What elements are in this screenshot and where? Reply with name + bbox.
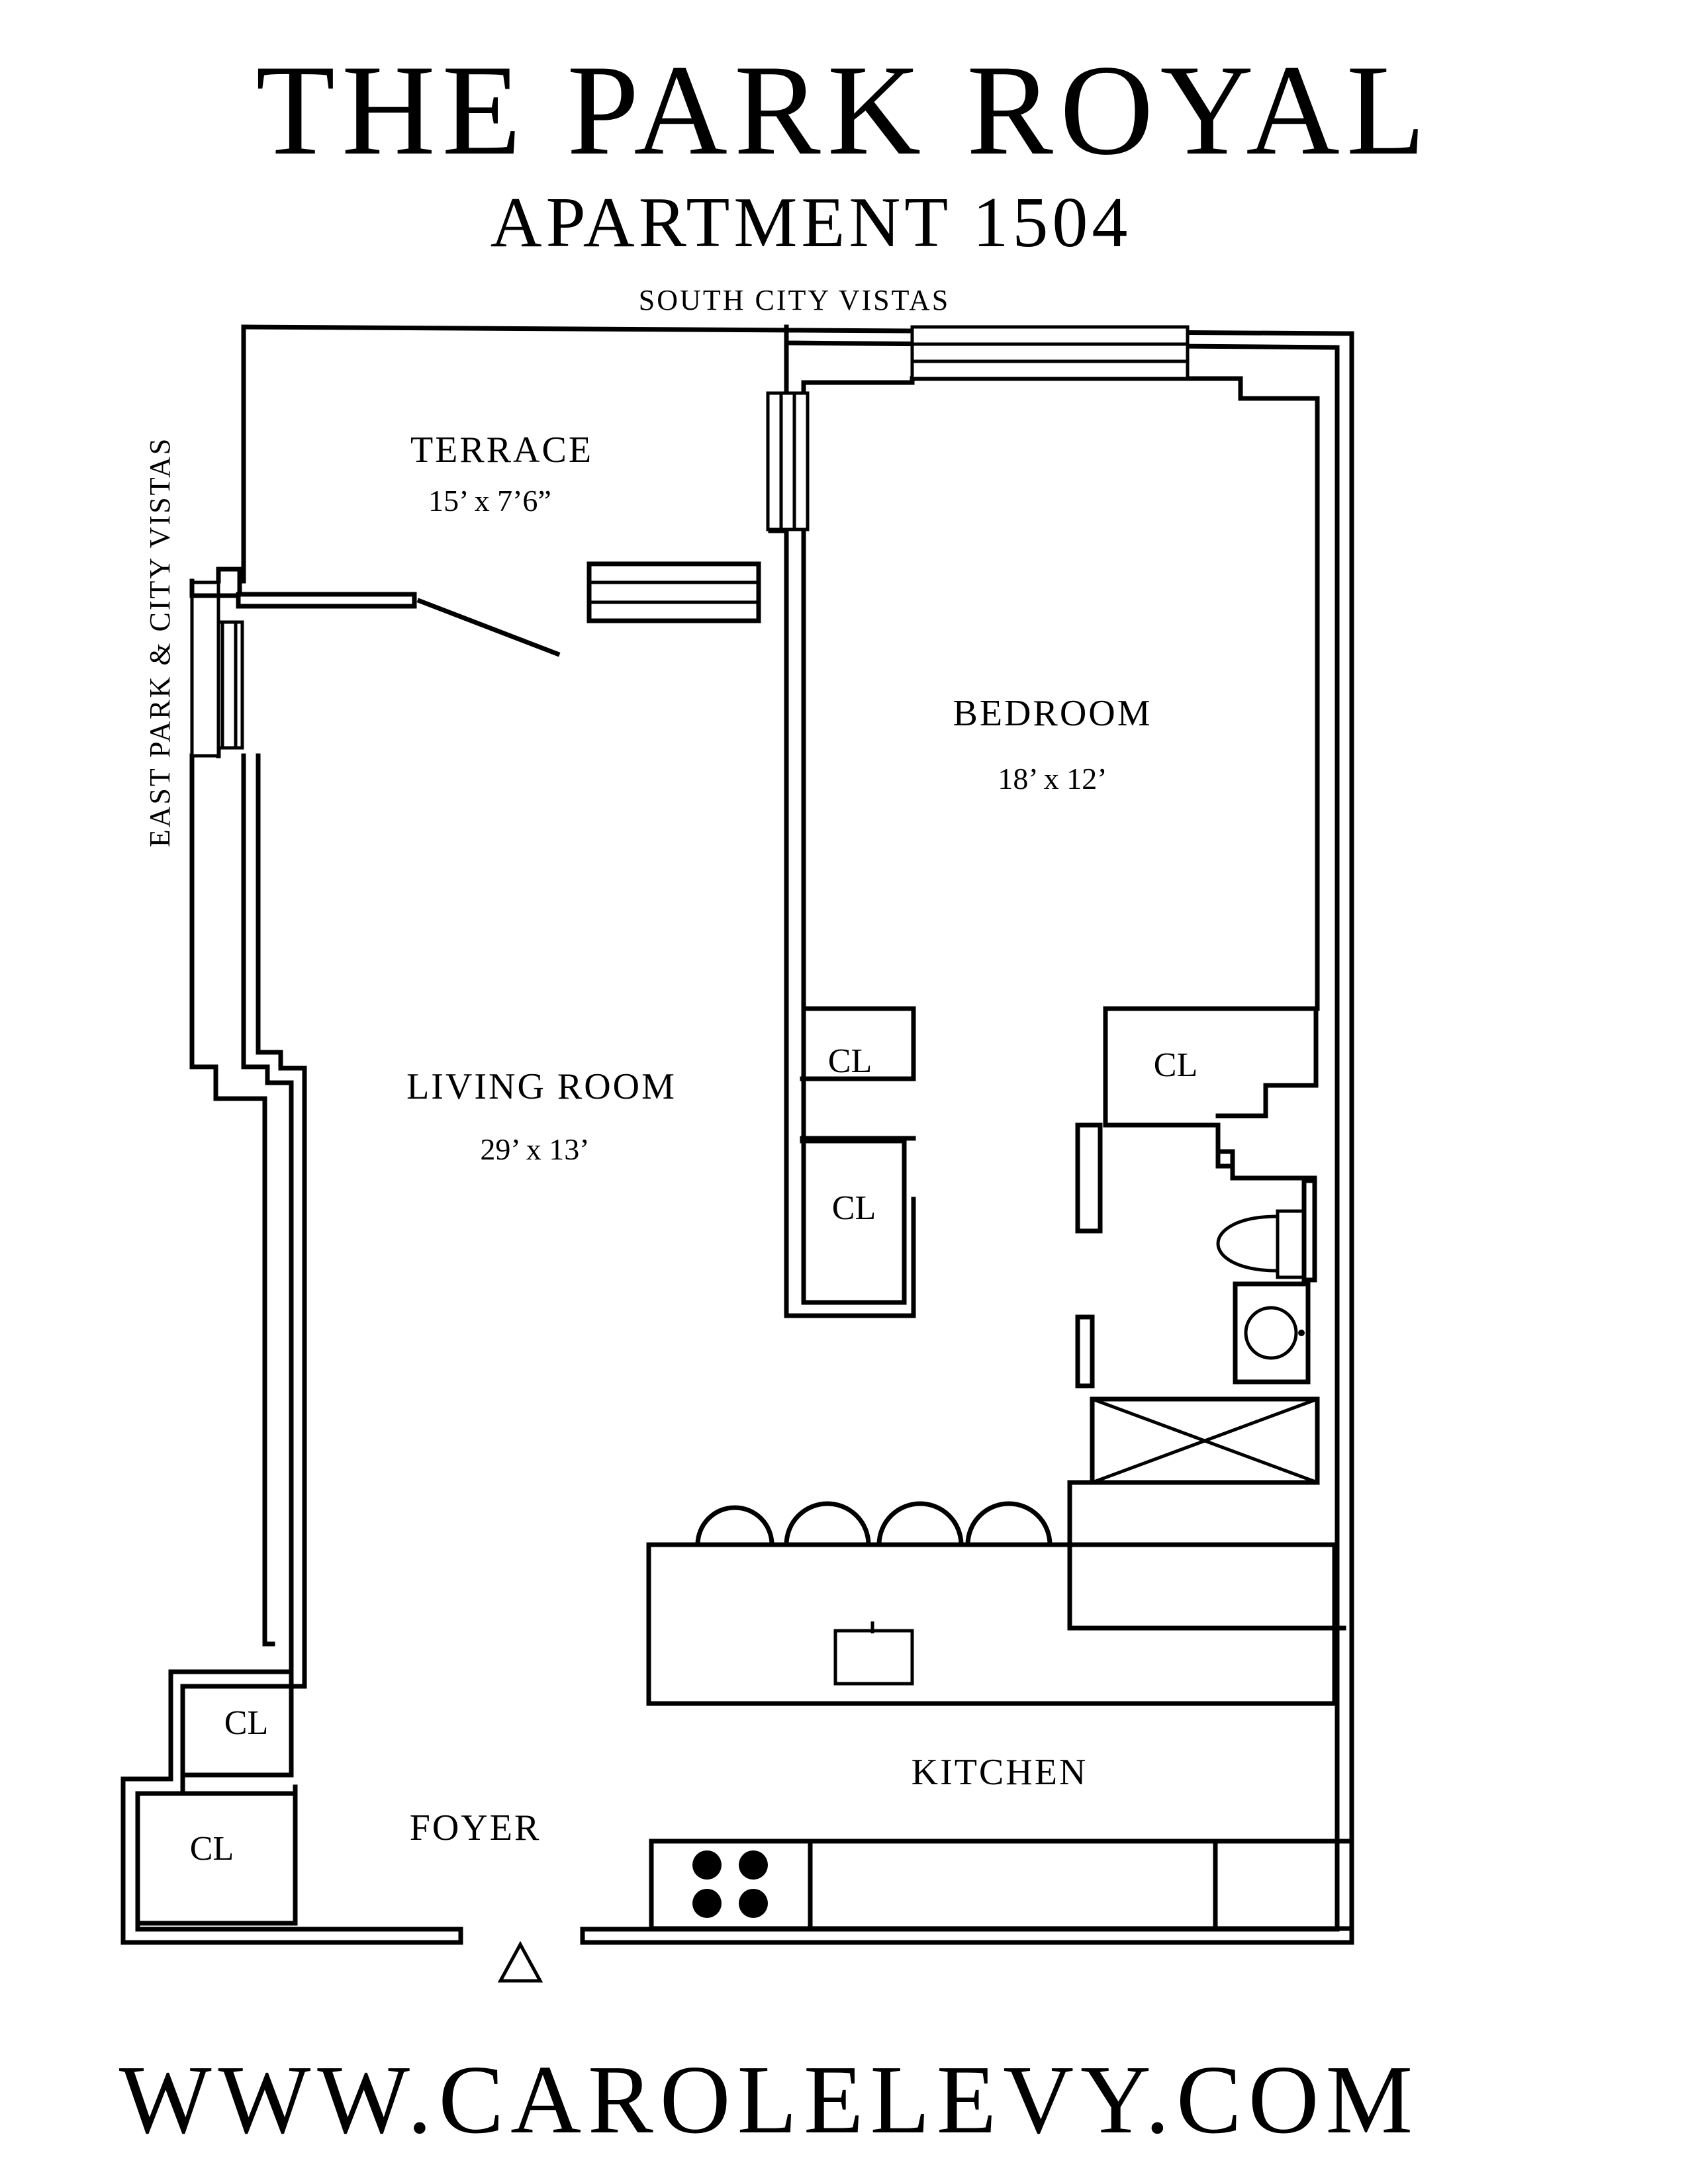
bedroom-size: 18’ x 12’ <box>998 762 1107 796</box>
east-window <box>190 580 244 758</box>
view-label-east: EAST PARK & CITY VISTAS <box>144 437 176 847</box>
bathroom <box>1067 1122 1346 1631</box>
living-room-label: LIVING ROOM <box>406 1066 677 1107</box>
kitchen-label: KITCHEN <box>912 1752 1088 1793</box>
website-url[interactable]: WWW.CAROLELEVY.COM <box>119 2046 1419 2154</box>
stove-icon <box>649 1839 813 1931</box>
exterior-walls <box>120 324 1354 1945</box>
stool-icon <box>784 1501 871 1547</box>
stool-icon <box>965 1501 1053 1547</box>
foyer-label: FOYER <box>410 1807 541 1848</box>
view-label-south: SOUTH CITY VISTAS <box>639 284 950 316</box>
living-room-size: 29’ x 13’ <box>480 1132 589 1166</box>
building-title: THE PARK ROYAL <box>256 38 1432 182</box>
terrace-size: 15’ x 7’6” <box>428 484 551 518</box>
closet-label: CL <box>190 1830 234 1868</box>
kitchen-counters <box>646 1501 1354 1931</box>
closet-label: CL <box>832 1189 876 1227</box>
foyer-closets <box>135 1669 298 1926</box>
toilet-icon <box>1216 1214 1280 1273</box>
terrace-label: TERRACE <box>410 430 593 471</box>
closet-label: CL <box>224 1704 268 1742</box>
apartment-number: APARTMENT 1504 <box>491 183 1132 262</box>
stool-icon <box>695 1505 774 1547</box>
terrace-walls <box>189 561 761 657</box>
bedroom-label: BEDROOM <box>953 693 1152 734</box>
stool-icon <box>876 1501 964 1547</box>
bedroom-windows <box>766 325 1190 531</box>
bedroom-walls <box>768 340 1320 1318</box>
kitchen-sink-icon <box>833 1629 914 1686</box>
closet-label: CL <box>1154 1046 1197 1084</box>
sink-icon <box>1233 1281 1311 1385</box>
entry-arrow-icon <box>497 1940 543 1983</box>
closet-label: CL <box>828 1042 872 1080</box>
